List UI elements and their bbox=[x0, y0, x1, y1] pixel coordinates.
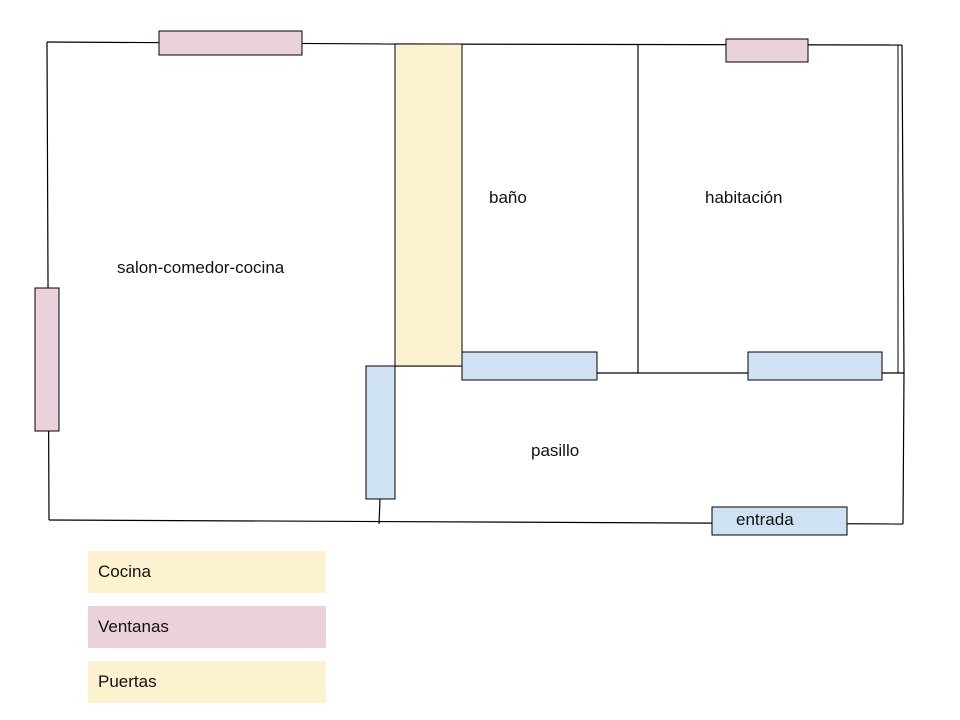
wall-right-upper bbox=[901, 44, 905, 374]
door-living bbox=[365, 365, 396, 500]
wall-door-stub bbox=[378, 498, 381, 525]
wall-left bbox=[46, 41, 50, 521]
kitchen-area bbox=[394, 43, 463, 367]
door-bathroom bbox=[461, 351, 598, 381]
label-salon: salon-comedor-cocina bbox=[117, 258, 285, 277]
label-entrada: entrada bbox=[736, 510, 794, 529]
window-top-left bbox=[158, 30, 303, 56]
door-bedroom bbox=[747, 351, 883, 381]
window-left bbox=[34, 287, 60, 432]
window-top-right bbox=[725, 38, 809, 63]
label-pasillo: pasillo bbox=[531, 441, 580, 460]
wall-top-right bbox=[394, 43, 903, 46]
door-entrance bbox=[711, 506, 848, 536]
legend-ventanas: Ventanas bbox=[88, 606, 326, 648]
legend-puertas: Puertas bbox=[88, 661, 326, 703]
legend-cocina: Cocina bbox=[88, 551, 326, 593]
wall-right-lower bbox=[902, 372, 905, 525]
legend-puertas-label: Puertas bbox=[98, 672, 157, 691]
label-habitacion: habitación bbox=[705, 188, 783, 207]
legend-cocina-label: Cocina bbox=[98, 562, 151, 581]
label-bano: baño bbox=[489, 188, 527, 207]
legend-ventanas-label: Ventanas bbox=[98, 617, 169, 636]
